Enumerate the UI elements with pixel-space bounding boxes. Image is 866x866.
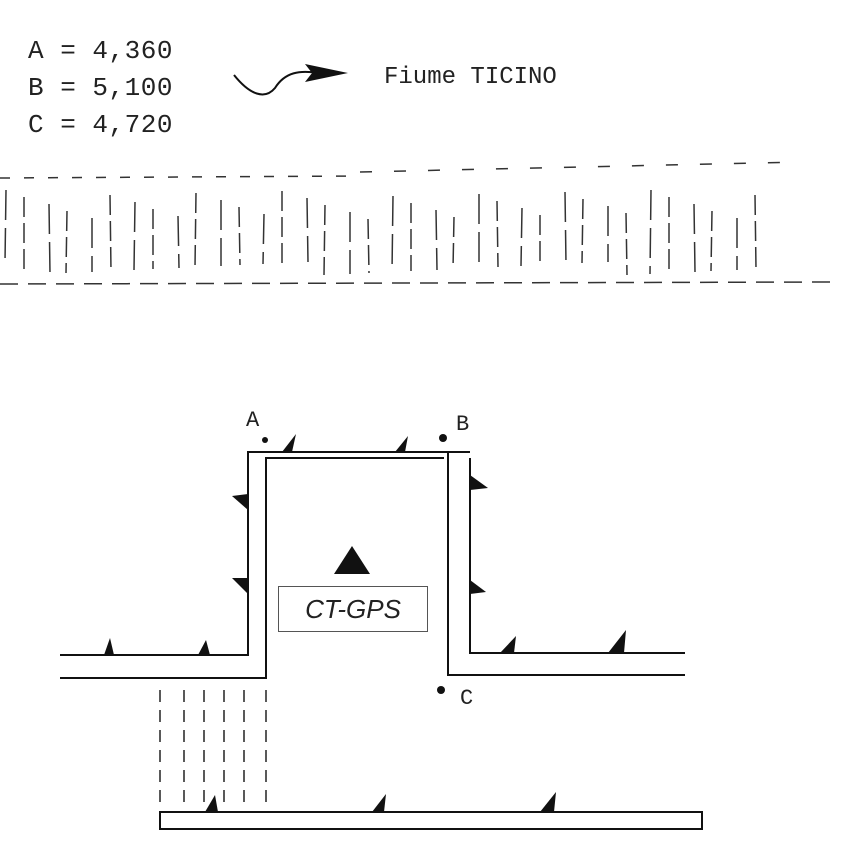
- station-label: CT-GPS: [305, 593, 401, 624]
- bank-hatch-mark: [109, 194, 112, 272]
- point-c-dot: [437, 686, 445, 694]
- bank-hatch-mark: [581, 198, 584, 264]
- river-label: Fiume TICINO: [384, 64, 557, 91]
- bank-hatch-mark: [391, 195, 394, 273]
- point-c-label: C: [460, 686, 474, 711]
- point-a-label: A: [246, 408, 260, 433]
- legend-b: B = 5,100: [28, 73, 173, 103]
- bank-hatch-mark: [177, 215, 180, 269]
- bank-hatch-mark: [754, 194, 757, 270]
- bank-hatch-mark: [262, 213, 265, 265]
- wall-barbs: [104, 434, 626, 812]
- point-a-dot: [262, 437, 268, 443]
- legend-c: C = 4,720: [28, 110, 173, 140]
- bank-hatch-mark: [625, 212, 628, 276]
- bank-hatch-mark: [649, 189, 652, 275]
- bank-hatch-mark: [194, 192, 197, 268]
- legend-a: A = 4,360: [28, 36, 173, 66]
- bank-hatch-mark: [367, 218, 370, 274]
- bank-hatch-mark: [693, 203, 696, 273]
- bank-hatch-mark: [238, 206, 241, 266]
- point-b-label: B: [456, 412, 470, 437]
- bank-hatch-mark: [520, 207, 523, 267]
- bank-hatch-mark: [4, 189, 7, 263]
- bank-hatch-mark: [496, 200, 499, 268]
- bank-hatch-mark: [710, 210, 713, 272]
- river-arrow-icon: [233, 64, 348, 96]
- bank-hatch-mark: [452, 216, 455, 270]
- river-bank: [0, 161, 831, 285]
- bank-hatch-mark: [306, 197, 309, 263]
- dashed-guides: [159, 690, 267, 810]
- bank-hatch-mark: [65, 210, 68, 274]
- wall-structure: [60, 451, 703, 830]
- station-label-box: CT-GPS: [278, 586, 428, 632]
- bank-hatch-mark: [48, 203, 51, 275]
- station-triangle-icon: [334, 546, 370, 574]
- bank-hatch-mark: [564, 191, 567, 265]
- bank-hatch-mark: [133, 201, 136, 271]
- bank-hatch-mark: [435, 209, 438, 271]
- point-b-dot: [439, 434, 447, 442]
- bank-hatch-mark: [323, 204, 326, 276]
